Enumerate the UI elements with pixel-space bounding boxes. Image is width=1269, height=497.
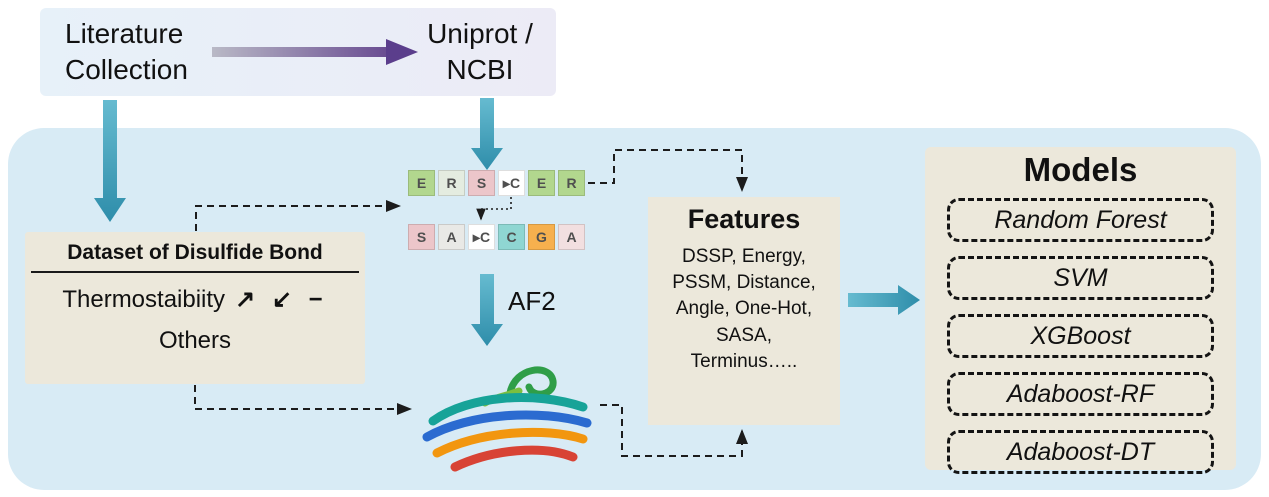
model-svm: SVM — [947, 256, 1214, 300]
literature-collection-label: Literature Collection — [65, 16, 188, 89]
feature-line: Terminus….. — [690, 350, 798, 372]
model-xgboost: XGBoost — [947, 314, 1214, 358]
sequence-row-1: E R S ▸C E R — [408, 170, 585, 196]
residue-cell: R — [558, 170, 585, 196]
model-random-forest: Random Forest — [947, 198, 1214, 242]
model-label: SVM — [1053, 263, 1108, 292]
residue-cell: C — [498, 224, 525, 250]
literature-uniprot-box: Literature Collection Uniprot / NCBI — [40, 8, 556, 96]
models-box: Models Random Forest SVM XGBoost Adaboos… — [925, 147, 1236, 474]
residue-cell: G — [528, 224, 555, 250]
protein-structure-image — [415, 355, 600, 485]
residue-cell: A — [558, 224, 585, 250]
residue-cell: E — [528, 170, 555, 196]
uniprot-ncbi-label: Uniprot / NCBI — [406, 16, 554, 89]
residue-cell: E — [408, 170, 435, 196]
af2-label: AF2 — [508, 286, 556, 316]
feature-line: PSSM, Distance, — [672, 272, 816, 294]
cysteine-cell: ▸C — [468, 224, 495, 250]
models-title: Models — [1023, 151, 1138, 188]
dataset-box: Dataset of Disulfide Bond Thermostaibiit… — [25, 232, 365, 384]
residue-cell: S — [408, 224, 435, 250]
literature-line2: Collection — [65, 54, 188, 86]
model-adaboost-rf: Adaboost-RF — [947, 372, 1214, 416]
literature-line1: Literature — [65, 18, 184, 49]
literature-to-uniprot-arrow — [212, 39, 418, 65]
model-label: Adaboost-RF — [1006, 379, 1155, 408]
residue-cell: A — [438, 224, 465, 250]
others-label: Others — [158, 327, 232, 354]
thermostability-row: Thermostaibiity ↗ ↙ − — [62, 285, 327, 314]
model-adaboost-dt: Adaboost-DT — [947, 430, 1214, 474]
residue-cell: S — [468, 170, 495, 196]
uniprot-line1: Uniprot / — [427, 18, 533, 49]
feature-line: Angle, One-Hot, — [675, 298, 813, 320]
model-label: Adaboost-DT — [1006, 437, 1155, 466]
model-label: Random Forest — [994, 205, 1167, 234]
cysteine-cell: ▸C — [498, 170, 525, 196]
features-list: DSSP, Energy, PSSM, Distance, Angle, One… — [648, 244, 840, 375]
thermostability-trend-icons: ↗ ↙ − — [235, 286, 328, 313]
feature-line: DSSP, Energy, — [682, 246, 806, 267]
residue-cell: R — [438, 170, 465, 196]
dataset-title: Dataset of Disulfide Bond — [67, 241, 323, 264]
dataset-underline — [31, 271, 359, 273]
thermostability-label: Thermostaibiity — [62, 286, 226, 313]
model-label: XGBoost — [1030, 321, 1131, 350]
sequence-row-2: S A ▸C C G A — [408, 224, 585, 250]
features-title: Features — [687, 204, 801, 234]
features-box: Features DSSP, Energy, PSSM, Distance, A… — [648, 197, 840, 425]
uniprot-line2: NCBI — [446, 54, 514, 86]
feature-line: SASA, — [716, 324, 772, 346]
